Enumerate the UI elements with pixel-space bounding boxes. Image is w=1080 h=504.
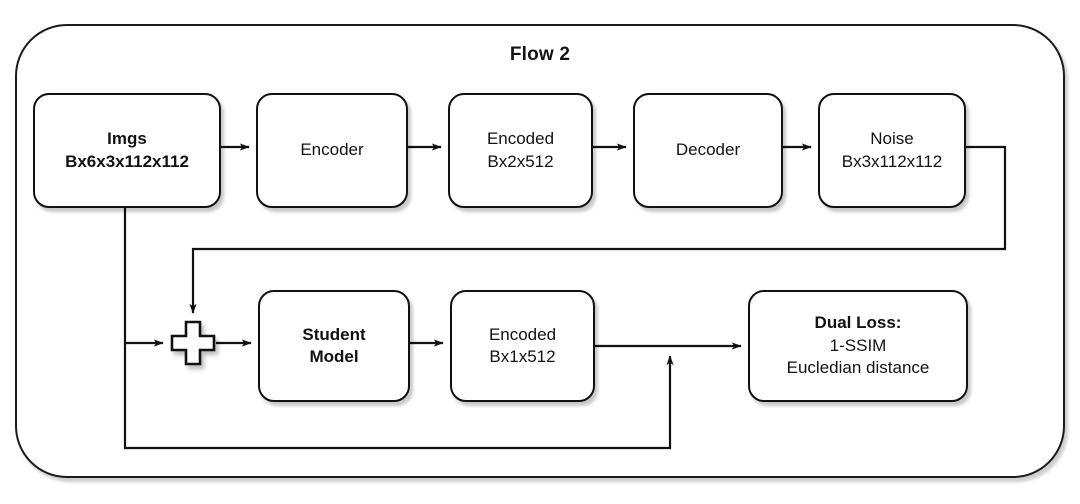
node-dualloss-line-0: Dual Loss: [814, 313, 902, 333]
node-imgs-line-1: Bx6x3x112x112 [65, 151, 189, 171]
node-dual-loss[interactable]: Dual Loss: 1-SSIM Eucledian distance [748, 290, 968, 402]
node-encoder[interactable]: Encoder [256, 93, 408, 208]
node-student-line-0: Student [302, 324, 366, 344]
node-encoded-bx2x512[interactable]: Encoded Bx2x512 [448, 93, 593, 208]
node-encoded1-line-0: Encoded [488, 324, 557, 344]
edge-imgs-dualloss [123, 343, 674, 450]
node-noise-line-0: Noise [870, 129, 914, 149]
node-noise[interactable]: Noise Bx3x112x112 [818, 93, 966, 208]
node-encoded-bx1x512[interactable]: Encoded Bx1x512 [450, 290, 595, 402]
node-encoded2-line-0: Encoded [486, 129, 555, 149]
node-decoder[interactable]: Decoder [633, 93, 783, 208]
plus-icon [170, 320, 216, 366]
plus-operator [170, 320, 216, 366]
edge-noise-plus [189, 145, 1007, 314]
edge-imgs-plus [123, 208, 164, 347]
node-encoded1-line-1: Bx1x512 [489, 347, 556, 366]
node-student-model[interactable]: Student Model [258, 290, 410, 402]
node-imgs-line-0: Imgs [107, 129, 147, 149]
flow-title: Flow 2 [509, 44, 571, 65]
node-student-line-1: Model [309, 347, 359, 366]
node-encoder-line-0: Encoder [300, 140, 364, 160]
node-dualloss-line-2: Eucledian distance [786, 358, 930, 378]
node-decoder-line-0: Decoder [675, 140, 741, 160]
node-dualloss-line-1: 1-SSIM [829, 335, 887, 355]
node-noise-line-1: Bx3x112x112 [841, 151, 943, 171]
node-imgs[interactable]: Imgs Bx6x3x112x112 [33, 93, 221, 208]
node-encoded2-line-1: Bx2x512 [487, 151, 554, 171]
